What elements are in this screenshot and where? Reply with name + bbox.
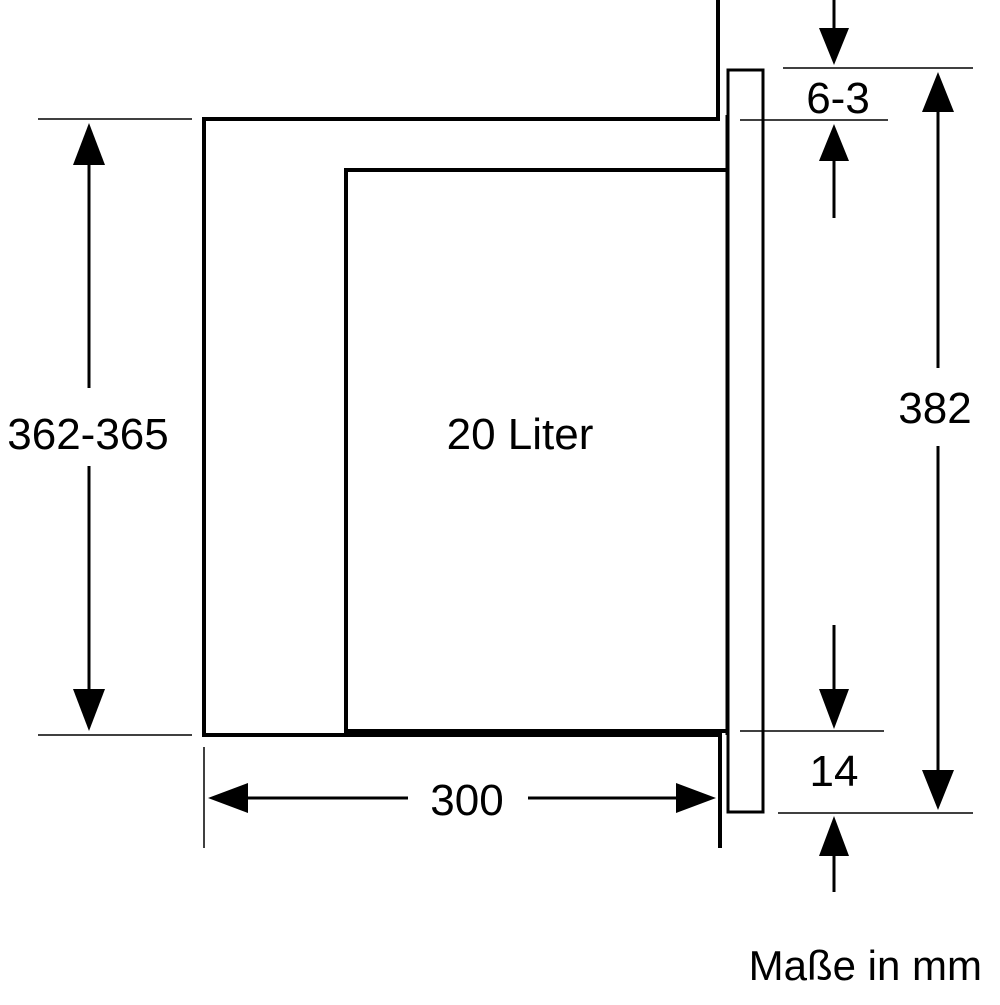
depth-arrow-right [676, 783, 716, 813]
top-offset-arrow-up [819, 124, 849, 161]
front-panel [726, 68, 765, 814]
depth-label: 300 [430, 776, 503, 825]
total-height-arrow-down [922, 770, 954, 810]
bottom-offset-label: 14 [810, 747, 859, 796]
top-offset-label: 6-3 [806, 74, 870, 123]
depth-arrow-left [208, 783, 248, 813]
niche-outline [202, 0, 722, 848]
top-offset-arrow-down [819, 28, 849, 65]
bottom-offset-arrow-up [819, 816, 849, 856]
niche-height-label: 362-365 [7, 410, 168, 459]
appliance-body [344, 168, 727, 733]
capacity-label: 20 Liter [447, 410, 594, 459]
total-height-arrow-up [922, 72, 954, 112]
units-note: Maße in mm [749, 942, 982, 989]
niche-height-arrow-up [73, 123, 105, 165]
niche-height-arrow-down [73, 689, 105, 731]
total-height-label: 382 [898, 384, 971, 433]
bottom-offset-arrow-down [819, 689, 849, 729]
